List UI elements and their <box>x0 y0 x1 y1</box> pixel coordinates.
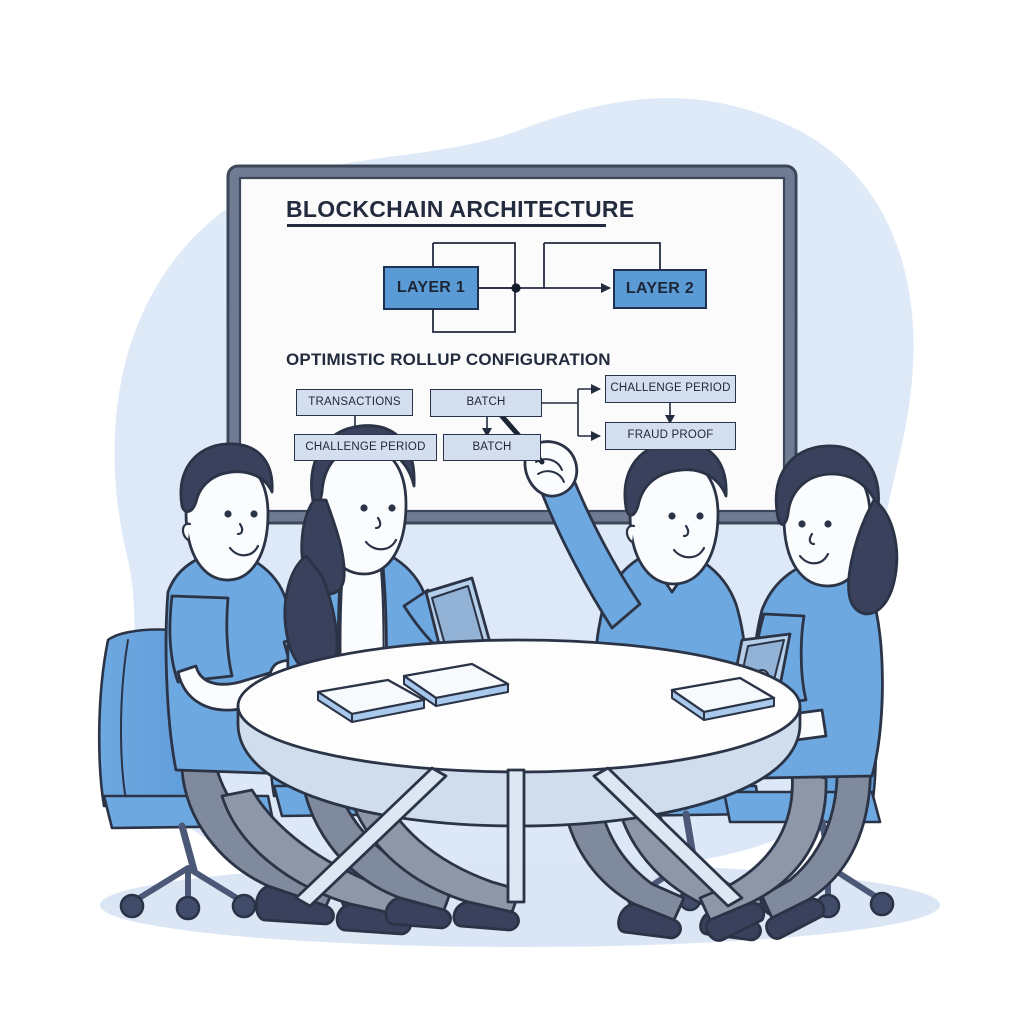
layer-junction-dot <box>511 283 521 293</box>
person-right <box>698 444 899 942</box>
diagram-node-layer-2: LAYER 2 <box>613 269 707 309</box>
table-items <box>316 662 776 723</box>
diagram-node-batch-top: BATCH <box>430 389 542 417</box>
diagram-node-layer-1: LAYER 1 <box>383 266 479 310</box>
diagram-node-batch-bottom: BATCH <box>443 434 541 461</box>
meeting-table <box>236 638 802 908</box>
diagram-node-challenge-period-right: CHALLENGE PERIOD <box>605 375 736 403</box>
whiteboard-title: BLOCKCHAIN ARCHITECTURE <box>286 196 635 222</box>
whiteboard-title-underline <box>287 224 606 227</box>
diagram-node-challenge-period-left: CHALLENGE PERIOD <box>294 434 437 461</box>
whiteboard-subtitle: OPTIMISTIC ROLLUP CONFIGURATION <box>286 350 611 369</box>
diagram-node-transactions: TRANSACTIONS <box>296 389 413 416</box>
diagram-node-fraud-proof: FRAUD PROOF <box>605 422 736 450</box>
